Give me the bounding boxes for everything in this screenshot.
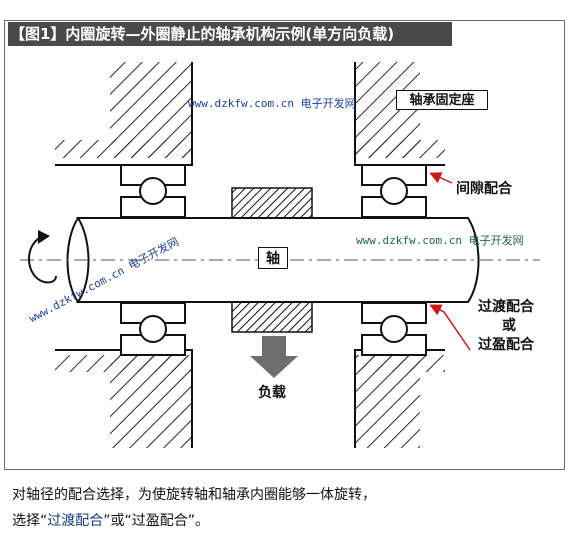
or-label: 或 <box>502 318 516 334</box>
clearance-fit-leader <box>429 172 453 184</box>
caption-prefix: 选择“ <box>12 513 48 529</box>
hub-top <box>231 187 313 219</box>
rotation-arrow-icon <box>28 230 57 284</box>
shaft-label: 轴 <box>258 247 288 269</box>
watermark-top: www.dzkfw.com.cn 电子开发网 <box>188 97 356 110</box>
caption-line-2: 选择“过渡配合”或“过盈配合”。 <box>12 510 209 530</box>
transition-fit-label: 过渡配合 <box>478 299 534 315</box>
bearing-right-top <box>361 164 427 218</box>
figure-title: 【图1】内圈旋转—外圈静止的轴承机构示例(单方向负载) <box>8 22 452 46</box>
load-label: 负载 <box>258 385 286 401</box>
interference-fit-label: 过盈配合 <box>478 337 534 353</box>
transition-fit-link[interactable]: 过渡配合 <box>47 513 104 529</box>
caption-suffix: ”或“过盈配合”。 <box>103 513 210 529</box>
bearing-diagram <box>20 62 540 448</box>
load-arrow-icon <box>250 336 298 378</box>
watermark-right: www.dzkfw.com.cn 电子开发网 <box>356 234 524 247</box>
hub-bottom <box>231 301 313 333</box>
clearance-fit-label: 间隙配合 <box>456 181 512 197</box>
transition-fit-leader <box>429 304 471 351</box>
bearing-right-bottom <box>361 302 427 356</box>
housing-label: 轴承固定座 <box>396 90 488 110</box>
bearing-left-bottom <box>120 302 186 356</box>
bearing-left-top <box>120 164 186 218</box>
housing-left <box>55 62 193 448</box>
caption-line-1: 对轴径的配合选择，为使旋转轴和轴承内圈能够一体旋转， <box>12 487 376 503</box>
